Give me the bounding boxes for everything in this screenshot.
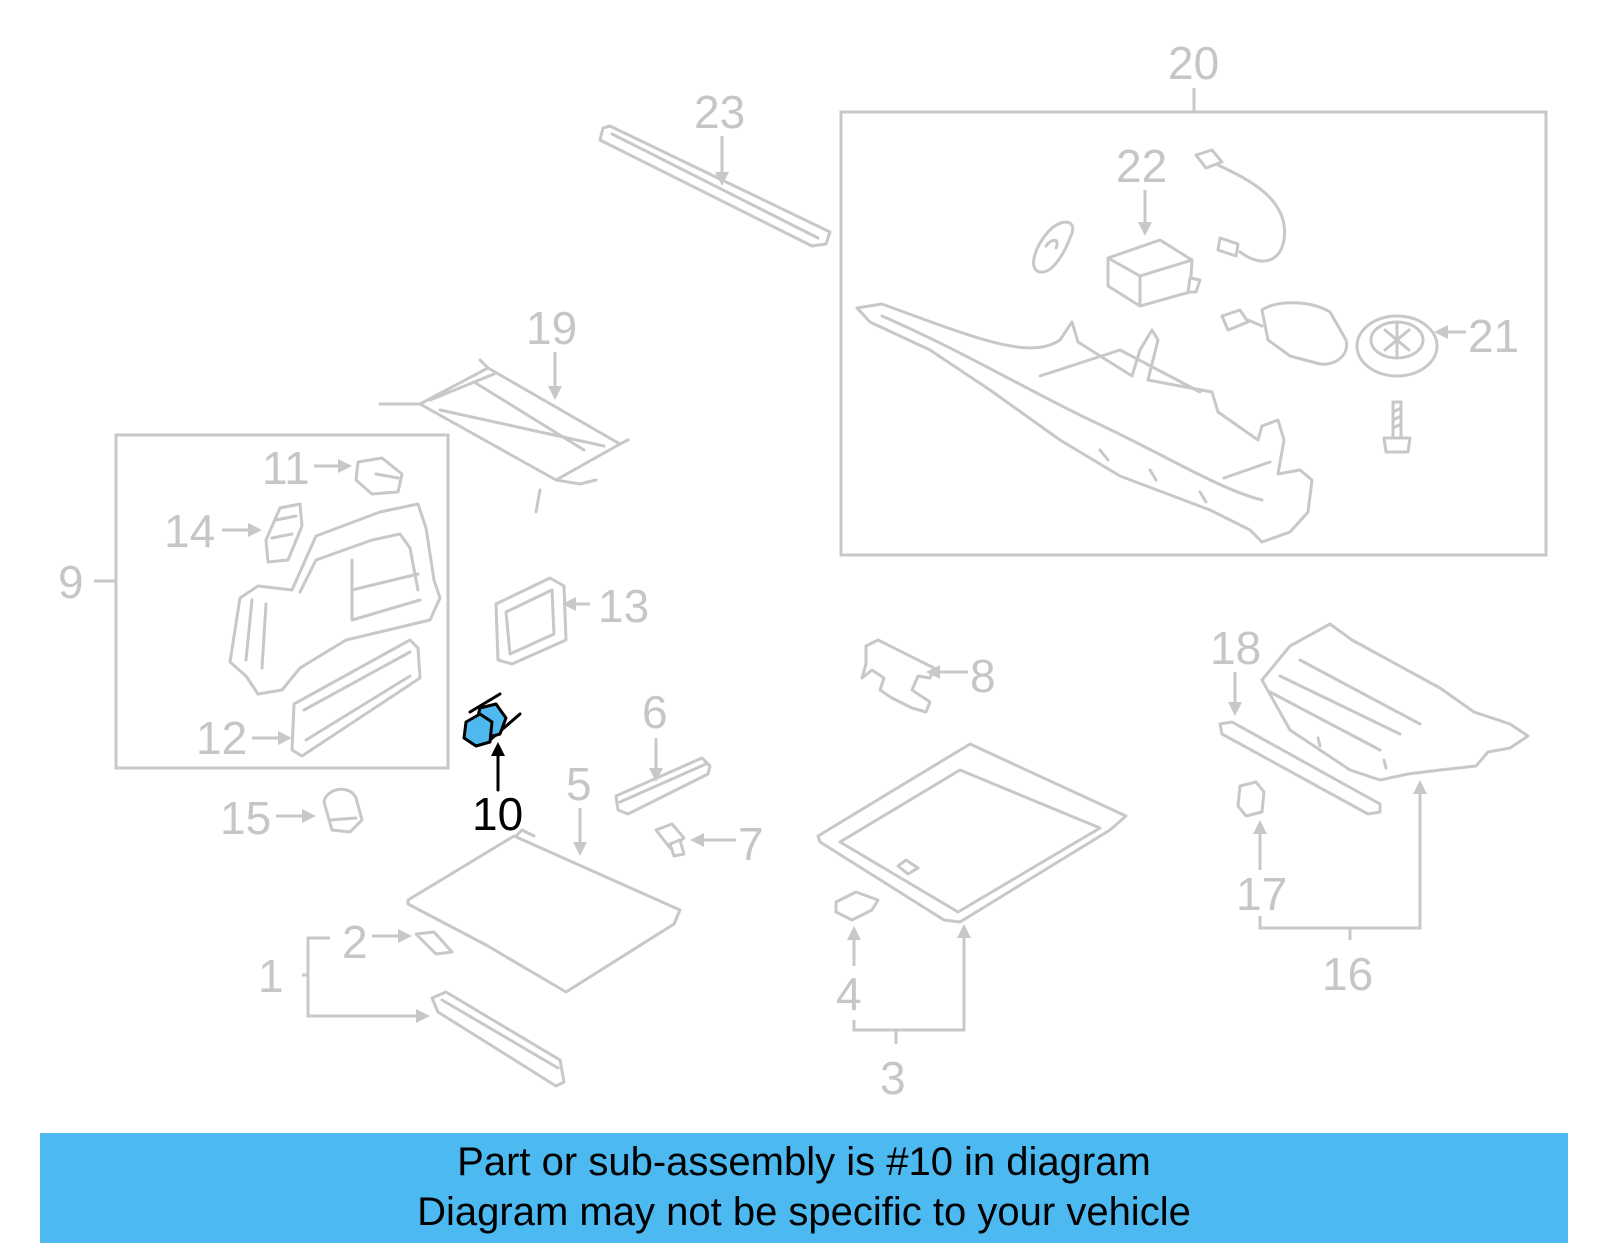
part-22-module[interactable] — [1106, 238, 1202, 308]
part-6-rail[interactable] — [614, 756, 712, 816]
part-14-cover[interactable] — [264, 502, 304, 564]
callout-1[interactable]: 1 — [258, 950, 284, 1002]
part-19-cargo-cover[interactable] — [378, 358, 630, 514]
part-16-rear-panel[interactable] — [1260, 622, 1530, 782]
callout-6[interactable]: 6 — [642, 686, 668, 738]
callout-8[interactable]: 8 — [970, 650, 996, 702]
callout-17[interactable]: 17 — [1236, 868, 1287, 920]
callout-5[interactable]: 5 — [566, 758, 592, 810]
part-3-cargo-floor[interactable] — [816, 742, 1128, 924]
callout-18[interactable]: 18 — [1210, 622, 1261, 674]
callout-23[interactable]: 23 — [694, 86, 745, 138]
part-2-clip[interactable] — [414, 930, 454, 956]
info-banner: Part or sub-assembly is #10 in diagram D… — [40, 1133, 1568, 1243]
callout-12[interactable]: 12 — [196, 712, 247, 764]
side-trim-panel[interactable] — [855, 302, 1314, 544]
ring-bracket[interactable] — [1032, 220, 1074, 274]
callout-20[interactable]: 20 — [1168, 37, 1219, 89]
callout-13[interactable]: 13 — [598, 580, 649, 632]
sill-strip[interactable] — [430, 990, 566, 1088]
callout-7[interactable]: 7 — [738, 818, 764, 870]
callout-16[interactable]: 16 — [1322, 948, 1373, 1000]
callout-19[interactable]: 19 — [526, 302, 577, 354]
bolt[interactable] — [1382, 400, 1412, 454]
part-15-cap[interactable] — [322, 787, 364, 834]
callout-15[interactable]: 15 — [220, 792, 271, 844]
callout-3[interactable]: 3 — [880, 1052, 906, 1104]
part-17-clip[interactable] — [1236, 780, 1266, 818]
part-13-plate[interactable] — [494, 576, 568, 666]
part-10-highlighted[interactable] — [462, 692, 522, 748]
callout-9[interactable]: 9 — [58, 556, 84, 608]
part-23-strip[interactable] — [598, 124, 832, 248]
callout-22[interactable]: 22 — [1116, 140, 1167, 192]
part-4-pad[interactable] — [834, 890, 880, 922]
assembly-frame-9 — [114, 433, 450, 770]
callout-10[interactable]: 10 — [472, 788, 523, 840]
callout-21[interactable]: 21 — [1468, 310, 1519, 362]
callout-2[interactable]: 2 — [342, 916, 368, 968]
part-7-pin[interactable] — [654, 822, 686, 858]
part-18-strip[interactable] — [1218, 720, 1382, 816]
banner-line-1: Part or sub-assembly is #10 in diagram — [457, 1140, 1151, 1184]
callout-4[interactable]: 4 — [836, 968, 862, 1020]
banner-line-2: Diagram may not be specific to your vehi… — [417, 1190, 1191, 1234]
callout-14[interactable]: 14 — [164, 505, 215, 557]
callout-11[interactable]: 11 — [262, 442, 310, 494]
quarter-trim-panel[interactable] — [228, 502, 442, 696]
part-8-bracket[interactable] — [860, 638, 936, 714]
part-12-panel[interactable] — [290, 638, 422, 758]
part-5-floor-board[interactable] — [406, 828, 682, 994]
wiring-harness[interactable] — [1194, 148, 1287, 263]
part-11-clip[interactable] — [354, 456, 404, 496]
part-21-motor[interactable] — [1220, 301, 1439, 378]
